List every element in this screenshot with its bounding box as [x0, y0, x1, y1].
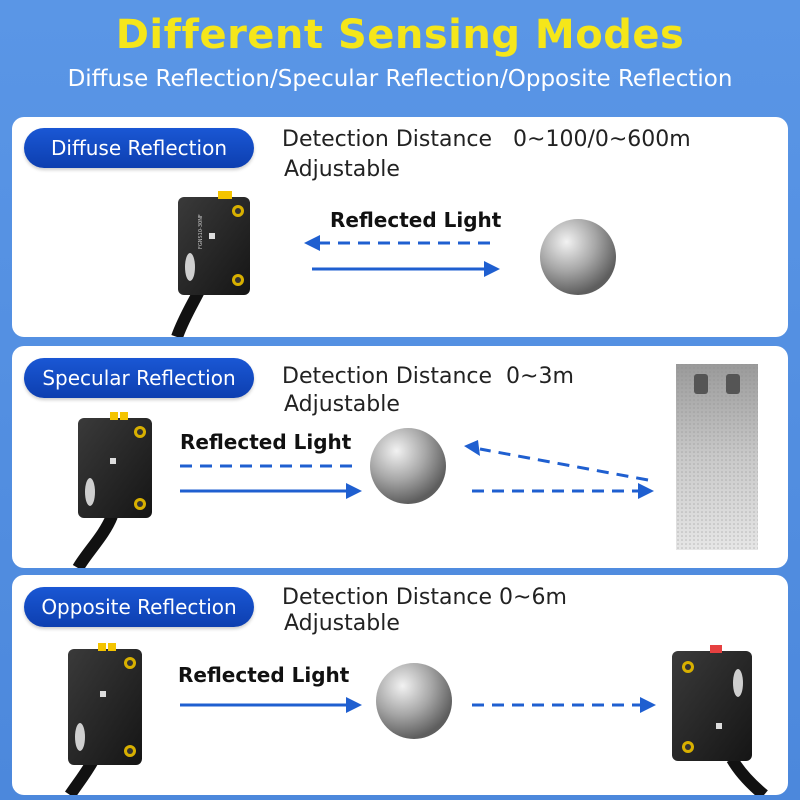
target-ball — [370, 428, 446, 504]
detection-distance-text: Detection Distance 0~100/0~600m — [282, 127, 691, 152]
arrow-head-right — [346, 483, 362, 499]
reflected-light-label: Reflected Light — [330, 208, 502, 232]
target-ball — [540, 219, 616, 295]
adjustable-text: Adjustable — [284, 392, 400, 417]
diffuse-reflection-panel: Diffuse Reflection Detection Distance 0~… — [12, 117, 788, 337]
sensor-model-text: FGNS10-30NF — [198, 214, 204, 249]
arrow-head-left — [304, 235, 320, 251]
detection-distance-text: Detection Distance 0~6m — [282, 585, 567, 610]
sensor-cable — [726, 755, 768, 795]
opposite-reflection-panel: Opposite Reflection Detection Distance 0… — [12, 575, 788, 795]
adjustable-text: Adjustable — [284, 611, 400, 636]
reflected-arrow-diagonal — [479, 447, 649, 482]
arrow-head-right — [346, 697, 362, 713]
receiver-sensor-image — [672, 645, 752, 761]
page-subtitle: Diffuse Reflection/Specular Reflection/O… — [67, 66, 733, 92]
arrow-head-left — [464, 440, 480, 456]
arrow-head-right — [638, 483, 654, 499]
sensor-cable — [72, 513, 118, 568]
specular-sensor-image — [78, 412, 152, 518]
arrow-head-right — [484, 261, 500, 277]
arrow-head-right — [640, 697, 656, 713]
reflected-light-label: Reflected Light — [178, 663, 350, 687]
reflected-light-label: Reflected Light — [180, 430, 352, 454]
diffuse-sensor-image — [178, 191, 250, 295]
page-title: Different Sensing Modes — [115, 12, 685, 58]
specular-diagram — [72, 364, 758, 568]
diffuse-reflection-label: Diffuse Reflection — [24, 128, 254, 168]
opposite-reflection-label: Opposite Reflection — [24, 587, 254, 627]
detection-distance-text: Detection Distance 0~3m — [282, 364, 574, 389]
target-ball — [376, 663, 452, 739]
diffuse-diagram: FGNS10-30NF — [171, 191, 616, 337]
opposite-diagram — [65, 643, 768, 795]
emitter-sensor-image — [68, 643, 142, 765]
specular-reflection-panel: Specular Reflection Detection Distance 0… — [12, 346, 788, 568]
specular-reflection-label: Specular Reflection — [24, 358, 254, 398]
reflector-image — [676, 364, 758, 550]
adjustable-text: Adjustable — [284, 157, 400, 182]
